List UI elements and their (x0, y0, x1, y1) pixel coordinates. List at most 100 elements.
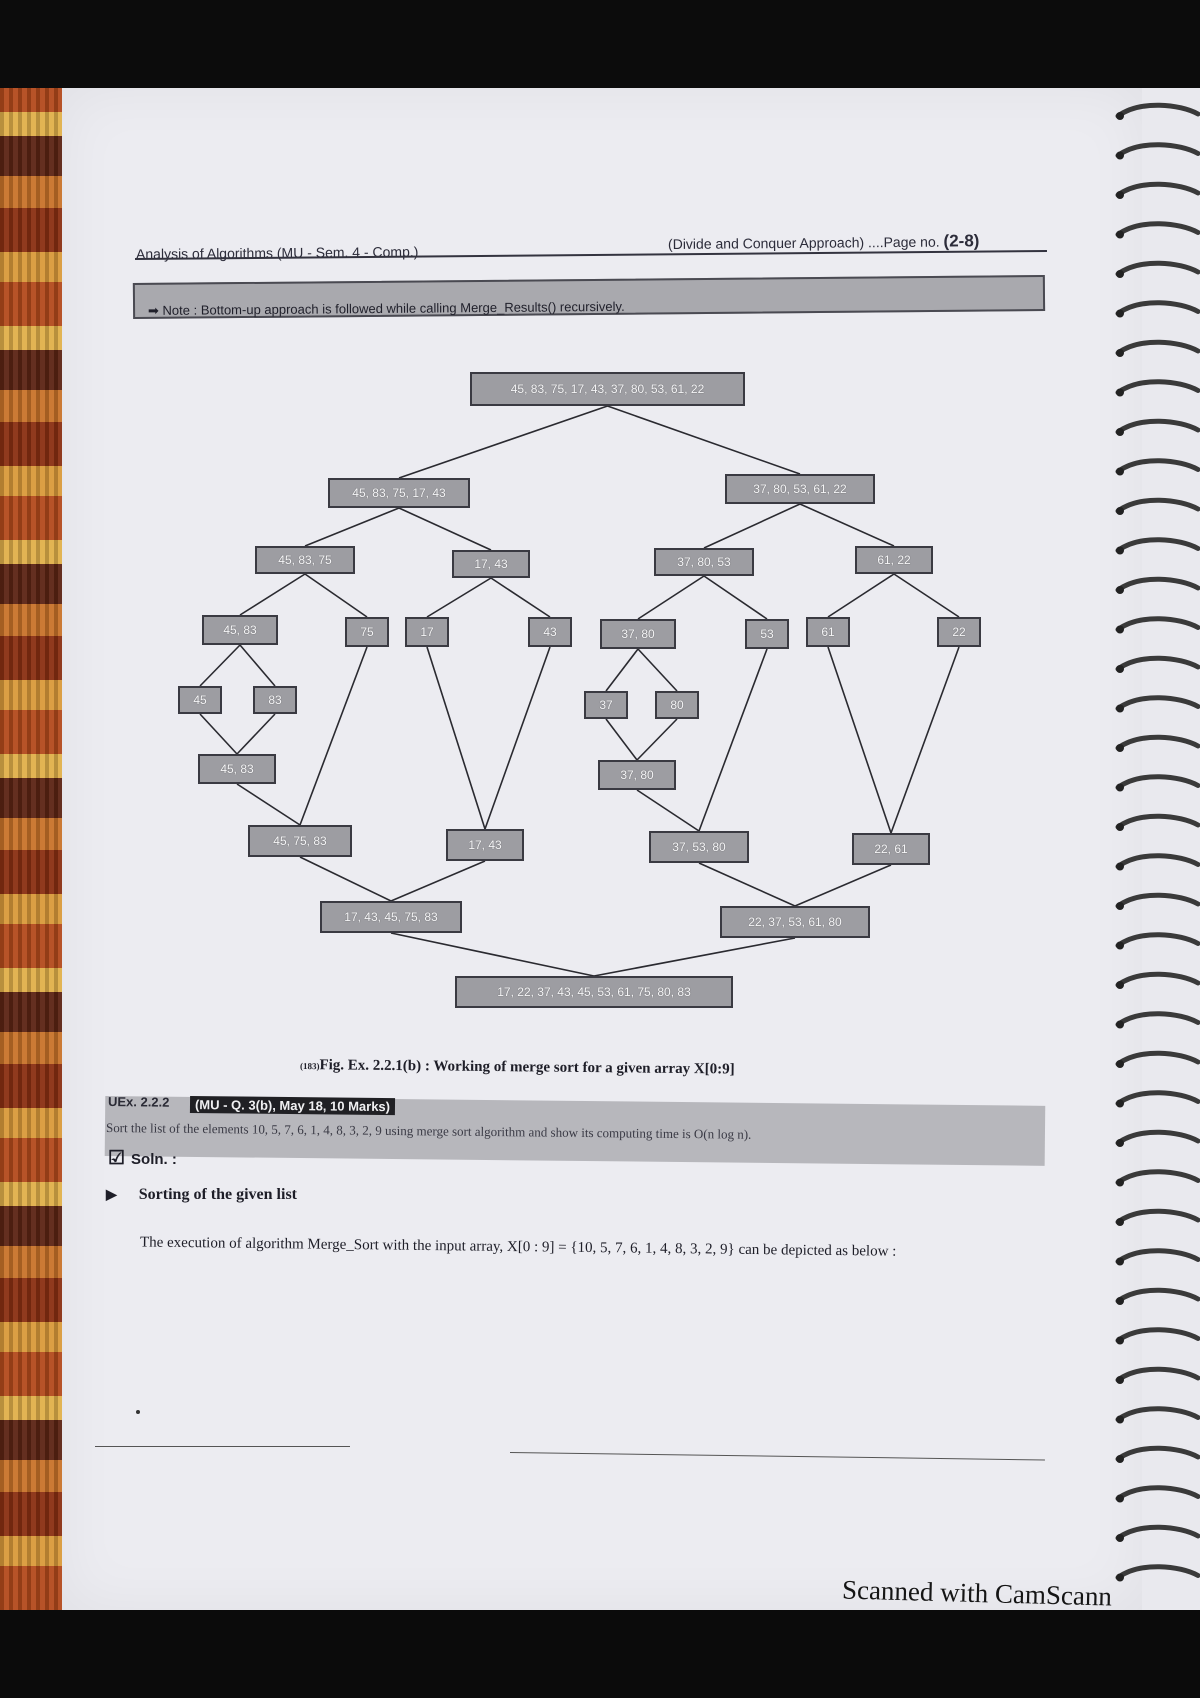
binding-ring (1115, 774, 1200, 790)
binding-ring (1115, 1327, 1200, 1343)
binding-ring (1115, 458, 1200, 474)
binding-hole (1116, 625, 1124, 634)
binding-hole (1116, 1060, 1124, 1068)
tree-node-m2-b: 17, 43 (446, 829, 524, 861)
tree-node-l1-right: 37, 80, 53, 61, 22 (725, 474, 875, 504)
tree-node-l3-e: 37, 80 (600, 619, 676, 649)
binding-ring (1115, 1129, 1200, 1146)
edge-l2_d-to-l3_h (893, 573, 960, 618)
binding-ring (1115, 418, 1200, 435)
binding-hole (1116, 230, 1124, 239)
binding-hole (1116, 1297, 1124, 1305)
binding-ring (1115, 971, 1200, 988)
edge-l4_a-to-m1_a (199, 713, 238, 755)
edge-m1_b-to-m2_c (636, 789, 700, 832)
binding-hole (1116, 744, 1124, 752)
book-page (62, 88, 1142, 1610)
edge-root-to-l1_right (607, 405, 801, 475)
stray-dot (136, 1410, 140, 1414)
binding-ring (1115, 892, 1200, 909)
tree-node-l2-d: 61, 22 (855, 546, 933, 574)
edge-m3_b-to-final (593, 937, 796, 977)
tree-node-l3-b: 75 (345, 617, 389, 647)
binding-ring (1115, 497, 1200, 514)
edge-m1_a-to-m2_a (236, 783, 301, 826)
edge-l1_left-to-l2_a (304, 507, 400, 547)
tree-node-l3-c: 17 (405, 617, 449, 647)
binding-ring (1115, 1485, 1200, 1501)
binding-ring (1115, 221, 1200, 237)
tree-node-l4-a: 45 (178, 686, 222, 714)
binding-hole (1116, 388, 1124, 397)
binding-hole (1116, 783, 1124, 792)
figure-caption-text: Fig. Ex. 2.2.1(b) : Working of merge sor… (319, 1057, 735, 1078)
binding-hole (1116, 1178, 1124, 1187)
exercise-label: UEx. 2.2.2 (107, 1094, 170, 1110)
edge-l2_a-to-l3_a (239, 573, 306, 616)
binding-hole (1116, 1376, 1124, 1384)
tree-node-l4-c: 37 (584, 691, 628, 719)
binding-ring (1115, 1208, 1200, 1225)
binding-ring (1115, 181, 1200, 198)
binding-hole (1116, 823, 1124, 831)
binding-ring (1115, 734, 1200, 751)
tree-node-m2-a: 45, 75, 83 (248, 825, 352, 857)
binding-ring (1115, 142, 1200, 158)
binding-ring (1115, 616, 1200, 632)
edge-l2_d-to-l3_g (827, 573, 895, 618)
tree-node-root: 45, 83, 75, 17, 43, 37, 80, 53, 61, 22 (470, 372, 745, 406)
edge-l2_a-to-l3_b (304, 573, 368, 618)
bottom-dark-area (0, 1610, 1200, 1698)
binding-ring (1115, 1445, 1200, 1462)
binding-hole (1116, 546, 1124, 555)
binding-ring (1115, 813, 1200, 830)
tree-node-m2-c: 37, 53, 80 (649, 831, 749, 863)
binding-hole (1116, 1494, 1124, 1503)
binding-ring (1115, 1050, 1200, 1067)
spiral-binding-rings (1115, 102, 1200, 1582)
binding-hole (1116, 151, 1124, 160)
binding-hole (1116, 1573, 1124, 1582)
binding-hole (1116, 1336, 1124, 1345)
tree-node-l3-d: 43 (528, 617, 572, 647)
binding-ring (1115, 260, 1200, 277)
binding-hole (1116, 981, 1124, 989)
edge-m2_c-to-m3_b (698, 862, 796, 907)
binding-ring (1115, 1090, 1200, 1106)
binding-hole (1116, 941, 1124, 950)
edge-l2_b-to-l3_c (426, 577, 492, 618)
binding-ring (1115, 1406, 1200, 1422)
edge-l1_left-to-l2_b (398, 507, 492, 551)
tree-node-l1-left: 45, 83, 75, 17, 43 (328, 478, 470, 508)
binding-hole (1116, 1099, 1124, 1108)
binding-ring (1115, 655, 1200, 672)
edge-l3_g-to-m2_d (827, 646, 892, 834)
edge-l2_c-to-l3_e (637, 575, 705, 620)
footer-rule-left (95, 1446, 350, 1447)
binding-hole (1116, 586, 1124, 594)
binding-hole (1116, 1257, 1124, 1266)
triangle-bullet-icon: ▶ (106, 1188, 117, 1203)
tree-node-m1-b: 37, 80 (598, 760, 676, 790)
edge-m2_b-to-m3_a (390, 860, 486, 902)
binding-hole (1116, 902, 1124, 910)
binding-hole (1116, 309, 1124, 318)
exercise-tag: (MU - Q. 3(b), May 18, 10 Marks) (189, 1096, 396, 1116)
edge-l3_e-to-l4_c (605, 648, 639, 692)
binding-hole (1116, 467, 1124, 476)
edge-l3_e-to-l4_d (637, 648, 678, 692)
tree-node-m2-d: 22, 61 (852, 833, 930, 865)
binding-ring (1115, 576, 1200, 593)
binding-hole (1116, 1218, 1124, 1226)
tree-node-l3-a: 45, 83 (202, 615, 278, 645)
edge-l4_c-to-m1_b (605, 718, 638, 761)
edge-l3_d-to-m2_b (484, 646, 551, 830)
binding-hole (1116, 1415, 1124, 1424)
binding-hole (1116, 704, 1124, 713)
binding-ring (1115, 1011, 1200, 1027)
binding-ring (1115, 1564, 1200, 1580)
binding-hole (1116, 1455, 1124, 1463)
tree-node-l4-b: 83 (253, 686, 297, 714)
binding-ring (1115, 932, 1200, 948)
binding-hole (1116, 428, 1124, 436)
